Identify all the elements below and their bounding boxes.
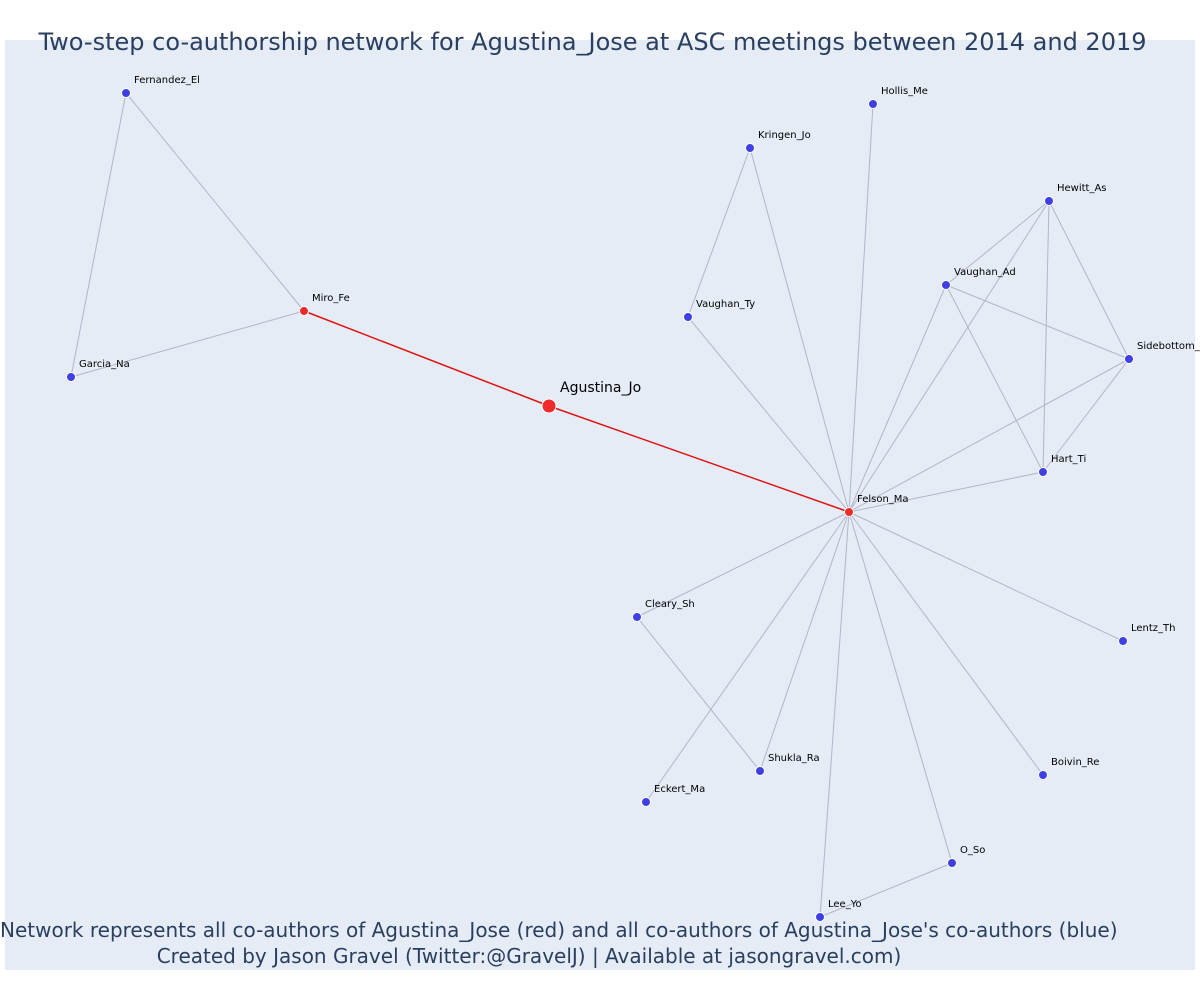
node-label-O_So: O_So bbox=[960, 845, 985, 856]
footer-note: Network represents all co-authors of Agu… bbox=[0, 918, 1118, 942]
node-label-Eckert_Ma: Eckert_Ma bbox=[654, 784, 705, 795]
node-label-Fernandez_El: Fernandez_El bbox=[134, 75, 200, 86]
node-label-Miro_Fe: Miro_Fe bbox=[312, 293, 350, 304]
edge-Felson_Ma-Lentz_Th bbox=[848, 511, 1124, 642]
node-Vaughan_Ad[interactable] bbox=[941, 280, 951, 290]
node-Fernandez_El[interactable] bbox=[121, 88, 131, 98]
node-label-Hart_Ti: Hart_Ti bbox=[1051, 454, 1086, 465]
node-Lee_Yo[interactable] bbox=[815, 912, 825, 922]
edge-Hewitt_As-Sidebottom_ bbox=[1048, 200, 1130, 360]
edge-Miro_Fe-Garcia_Na bbox=[70, 310, 305, 378]
node-Hewitt_As[interactable] bbox=[1044, 196, 1054, 206]
node-Agustina_Jo[interactable] bbox=[541, 398, 557, 414]
footer-credit: Created by Jason Gravel (Twitter:@Gravel… bbox=[156, 944, 902, 968]
edge-Kringen_Jo-Vaughan_Ty bbox=[687, 147, 751, 318]
node-label-Lee_Yo: Lee_Yo bbox=[828, 899, 862, 910]
edge-Felson_Ma-Vaughan_Ty bbox=[687, 316, 850, 513]
edge-Felson_Ma-Hewitt_As bbox=[848, 200, 1050, 513]
node-label-Garcia_Na: Garcia_Na bbox=[79, 359, 130, 370]
edge-Sidebottom_-Hart_Ti bbox=[1042, 358, 1130, 473]
edge-Vaughan_Ad-Sidebottom_ bbox=[945, 284, 1130, 360]
node-Sidebottom_[interactable] bbox=[1124, 354, 1134, 364]
node-Vaughan_Ty[interactable] bbox=[683, 312, 693, 322]
edge-Felson_Ma-Sidebottom_ bbox=[848, 358, 1130, 513]
edge-Hewitt_As-Vaughan_Ad bbox=[945, 200, 1050, 286]
edge-Felson_Ma-Eckert_Ma bbox=[645, 511, 850, 803]
node-Hart_Ti[interactable] bbox=[1038, 467, 1048, 477]
node-O_So[interactable] bbox=[947, 858, 957, 868]
node-label-Boivin_Re: Boivin_Re bbox=[1051, 757, 1099, 768]
node-Boivin_Re[interactable] bbox=[1038, 770, 1048, 780]
node-label-Vaughan_Ad: Vaughan_Ad bbox=[954, 267, 1016, 278]
edge-Agustina_Jo-Felson_Ma bbox=[548, 405, 850, 513]
edge-Cleary_Sh-Shukla_Ra bbox=[636, 616, 761, 772]
node-label-Felson_Ma: Felson_Ma bbox=[857, 494, 909, 505]
node-label-Kringen_Jo: Kringen_Jo bbox=[758, 130, 811, 141]
edge-Hewitt_As-Hart_Ti bbox=[1042, 200, 1050, 473]
edge-Felson_Ma-Cleary_Sh bbox=[636, 511, 850, 618]
edge-Felson_Ma-Hollis_Me bbox=[848, 103, 874, 513]
node-label-Cleary_Sh: Cleary_Sh bbox=[645, 599, 695, 610]
node-label-Shukla_Ra: Shukla_Ra bbox=[768, 753, 820, 764]
node-Felson_Ma[interactable] bbox=[844, 507, 854, 517]
node-Miro_Fe[interactable] bbox=[299, 306, 309, 316]
node-label-Sidebottom_: Sidebottom_ bbox=[1137, 341, 1200, 352]
edge-Agustina_Jo-Miro_Fe bbox=[303, 310, 550, 407]
node-label-Lentz_Th: Lentz_Th bbox=[1131, 623, 1176, 634]
edge-Felson_Ma-Lee_Yo bbox=[819, 511, 850, 918]
edge-Felson_Ma-O_So bbox=[848, 511, 953, 864]
edge-Fernandez_El-Garcia_Na bbox=[70, 92, 127, 378]
edge-Felson_Ma-Hart_Ti bbox=[848, 471, 1044, 513]
node-label-Hewitt_As: Hewitt_As bbox=[1057, 183, 1107, 194]
edge-Felson_Ma-Vaughan_Ad bbox=[848, 284, 947, 513]
edge-Vaughan_Ad-Hart_Ti bbox=[945, 284, 1044, 473]
edge-layer bbox=[70, 92, 1130, 918]
edge-Felson_Ma-Shukla_Ra bbox=[759, 511, 850, 772]
node-layer bbox=[66, 88, 1134, 922]
edge-O_So-Lee_Yo bbox=[819, 862, 953, 918]
edge-Miro_Fe-Fernandez_El bbox=[125, 92, 305, 312]
chart-title: Two-step co-authorship network for Agust… bbox=[38, 28, 1147, 56]
node-Hollis_Me[interactable] bbox=[868, 99, 878, 109]
node-Cleary_Sh[interactable] bbox=[632, 612, 642, 622]
node-Lentz_Th[interactable] bbox=[1118, 636, 1128, 646]
plot-area bbox=[5, 40, 1195, 970]
node-Kringen_Jo[interactable] bbox=[745, 143, 755, 153]
edge-Felson_Ma-Kringen_Jo bbox=[749, 147, 850, 513]
edge-Felson_Ma-Boivin_Re bbox=[848, 511, 1044, 776]
node-Shukla_Ra[interactable] bbox=[755, 766, 765, 776]
node-label-Vaughan_Ty: Vaughan_Ty bbox=[696, 299, 755, 310]
node-label-Hollis_Me: Hollis_Me bbox=[881, 86, 928, 97]
node-Eckert_Ma[interactable] bbox=[641, 797, 651, 807]
node-label-Agustina_Jo: Agustina_Jo bbox=[560, 380, 641, 396]
node-Garcia_Na[interactable] bbox=[66, 372, 76, 382]
